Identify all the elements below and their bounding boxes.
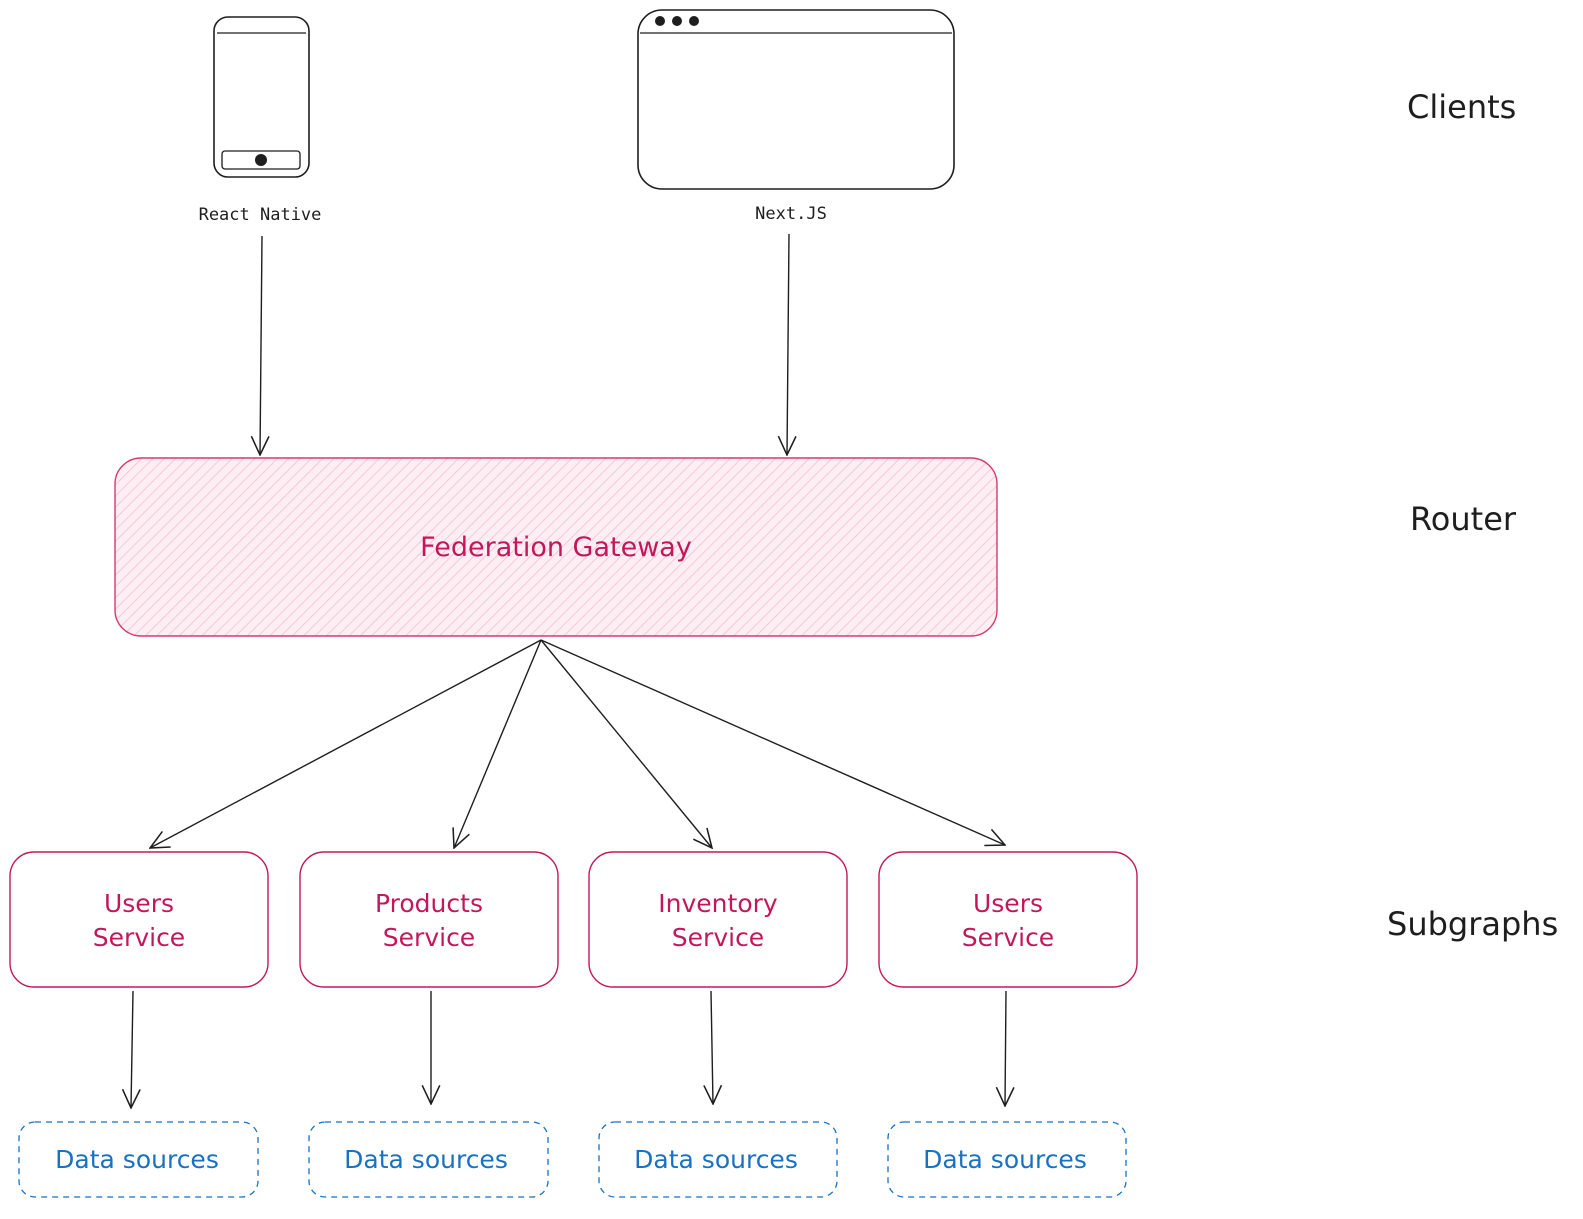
service-suffix: Service	[962, 923, 1054, 952]
data-source-box-4: Data sources	[887, 1121, 1127, 1198]
layer-label-clients: Clients	[1407, 88, 1516, 126]
data-source-label: Data sources	[634, 1145, 798, 1174]
service-box-1: Users Service	[9, 851, 269, 988]
data-source-box-3: Data sources	[598, 1121, 838, 1198]
service-box-3: Inventory Service	[588, 851, 848, 988]
service-suffix: Service	[93, 923, 185, 952]
data-source-label: Data sources	[55, 1145, 219, 1174]
service-box-2: Products Service	[299, 851, 559, 988]
arrow-nextjs-to-gateway	[787, 233, 789, 455]
data-source-label: Data sources	[344, 1145, 508, 1174]
client-label-react-native: React Native	[199, 205, 322, 225]
arrow-gateway-to-service-2	[454, 639, 542, 848]
service-name: Inventory	[658, 889, 778, 918]
layer-label-subgraphs: Subgraphs	[1387, 905, 1558, 943]
data-source-box-1: Data sources	[18, 1121, 259, 1198]
data-source-label: Data sources	[923, 1145, 1087, 1174]
arrow-gateway-to-service-3	[540, 639, 712, 848]
service-name: Users	[104, 889, 174, 918]
gateway-label: Federation Gateway	[420, 532, 692, 563]
federation-gateway: Federation Gateway	[114, 457, 998, 637]
service-box-4: Users Service	[878, 851, 1138, 988]
data-source-box-2: Data sources	[308, 1121, 549, 1198]
arrow-gateway-to-service-4	[540, 639, 1005, 845]
client-label-nextjs: Next.JS	[755, 204, 827, 224]
layer-label-router: Router	[1410, 500, 1517, 538]
arrow-react-native-to-gateway	[260, 235, 262, 455]
arrow-service-1-to-data	[131, 990, 133, 1108]
mobile-phone-icon	[213, 16, 310, 178]
service-suffix: Service	[383, 923, 475, 952]
arrow-gateway-to-service-1	[150, 639, 542, 848]
service-suffix: Service	[672, 923, 764, 952]
arrow-service-3-to-data	[711, 990, 713, 1104]
service-name: Users	[973, 889, 1043, 918]
service-name: Products	[375, 889, 483, 918]
arrow-service-4-to-data	[1005, 990, 1006, 1106]
browser-window-icon	[637, 9, 955, 190]
